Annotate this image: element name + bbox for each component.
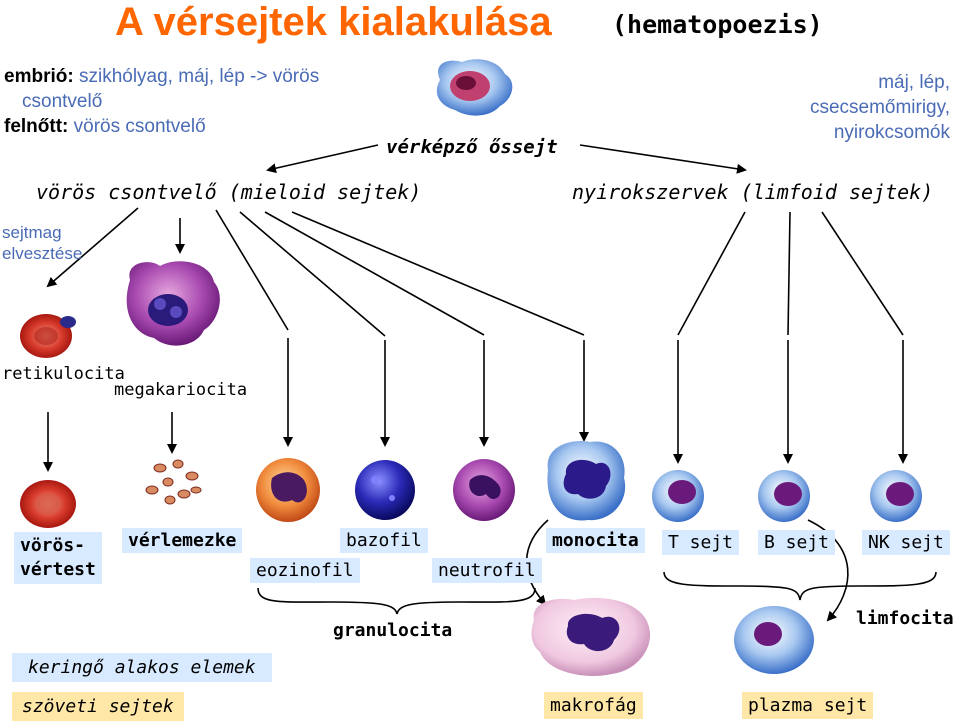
lymph-organs-line2: csecsemőmirigy, bbox=[750, 95, 950, 120]
stem-cell-label: vérképző őssejt bbox=[386, 136, 558, 158]
megakariocita-label: megakariocita bbox=[114, 380, 247, 400]
makrofag-image bbox=[532, 598, 651, 676]
megakariocita-image bbox=[127, 261, 220, 345]
page-subtitle: (hematopoezis) bbox=[612, 10, 823, 39]
voros-vertest-image bbox=[20, 480, 76, 528]
bazofil-label: bazofil bbox=[340, 528, 428, 553]
verlemezke-label: vérlemezke bbox=[122, 528, 242, 553]
myeloid-label: vörös csontvelő (mieloid sejtek) bbox=[36, 180, 421, 204]
b-sejt-image bbox=[758, 470, 810, 522]
voros-vertest-label: vörös- vértest bbox=[14, 532, 102, 584]
b-sejt-label: B sejt bbox=[758, 530, 835, 555]
legend-tissue: szöveti sejtek bbox=[12, 692, 184, 721]
limfocita-label: limfocita bbox=[856, 608, 954, 629]
lymph-organs-line1: máj, lép, bbox=[750, 70, 950, 95]
neutrofil-label: neutrofil bbox=[432, 558, 542, 583]
makrofag-label: makrofág bbox=[544, 692, 643, 719]
voros-line2: vértest bbox=[20, 558, 96, 582]
embryo-line: embrió: szikhólyag, máj, lép -> vörös bbox=[4, 66, 319, 88]
retikulocita-image bbox=[20, 314, 76, 358]
nucleus-loss-line1: sejtmag bbox=[2, 222, 82, 243]
t-sejt-image bbox=[652, 470, 704, 522]
monocita-image bbox=[547, 441, 625, 520]
adult-label: felnőtt: bbox=[4, 116, 68, 137]
page-title: A vérsejtek kialakulása bbox=[115, 0, 552, 45]
retikulocita-label: retikulocita bbox=[2, 364, 125, 384]
lymph-organs-text: máj, lép, csecsemőmirigy, nyirokcsomók bbox=[750, 70, 950, 145]
verlemezke-image bbox=[146, 460, 201, 504]
neutrofil-image bbox=[453, 459, 515, 521]
embryo-label: embrió: bbox=[4, 66, 74, 87]
voros-line1: vörös- bbox=[20, 534, 96, 558]
embryo-text: szikhólyag, máj, lép -> vörös bbox=[79, 66, 319, 87]
nk-sejt-image bbox=[870, 470, 922, 522]
monocita-label: monocita bbox=[546, 528, 645, 553]
plazma-sejt-label: plazma sejt bbox=[742, 692, 873, 719]
legend-circulating: keringő alakos elemek bbox=[12, 653, 272, 682]
plazma-sejt-image bbox=[734, 606, 814, 674]
embryo-text-2: csontvelő bbox=[22, 91, 102, 113]
granulocita-label: granulocita bbox=[333, 620, 452, 641]
adult-text: vörös csontvelő bbox=[74, 116, 206, 137]
stem-cell-image bbox=[437, 59, 512, 115]
nk-sejt-label: NK sejt bbox=[862, 530, 950, 555]
adult-line: felnőtt: vörös csontvelő bbox=[4, 116, 206, 138]
nucleus-loss-line2: elvesztése bbox=[2, 243, 82, 264]
nucleus-loss-label: sejtmag elvesztése bbox=[2, 222, 82, 264]
bazofil-image bbox=[355, 460, 415, 520]
eozinofil-image bbox=[256, 458, 320, 522]
eozinofil-label: eozinofil bbox=[250, 558, 360, 583]
lymph-organs-line3: nyirokcsomók bbox=[750, 120, 950, 145]
t-sejt-label: T sejt bbox=[662, 530, 739, 555]
lymphoid-label: nyirokszervek (limfoid sejtek) bbox=[572, 180, 933, 204]
